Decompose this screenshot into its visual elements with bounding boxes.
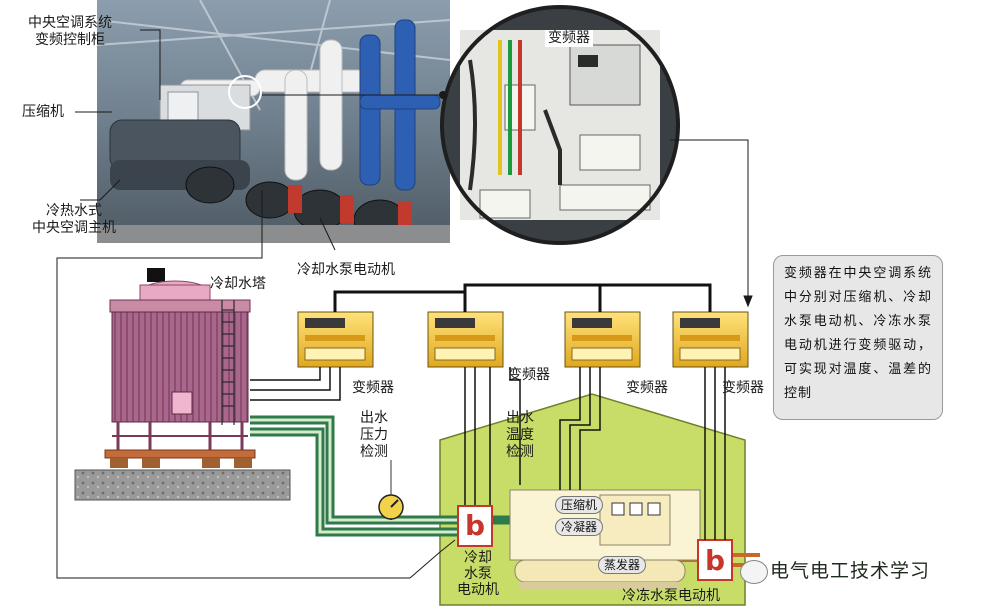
inverter-box-2 (427, 311, 504, 368)
cooling-tower (74, 268, 291, 501)
wechat-icon (740, 560, 768, 584)
label-cooling-pump: 冷却 水泵 电动机 (457, 550, 499, 598)
tag-condenser: 冷凝器 (555, 518, 604, 536)
inverter-wiring (250, 367, 726, 540)
label-control-cabinet: 中央空调系统 变频控制柜 (28, 15, 112, 48)
label-main-unit: 冷热水式 中央空调主机 (32, 203, 116, 236)
inverter-box-3 (564, 311, 641, 368)
watermark-text: 电气电工技术学习 (770, 560, 931, 582)
label-inverter-2: 变频器 (508, 367, 550, 383)
label-outlet-temp: 出水 温度 检测 (506, 410, 534, 460)
explanation-callout: 变频器在中央空调系统中分别对压缩机、冷却水泵电动机、冷冻水泵电动机进行变频驱动，… (773, 255, 943, 420)
label-cooling-tower: 冷却水塔 (210, 276, 266, 292)
inverter-box-1 (297, 311, 374, 368)
inverter-cabinet-photo (262, 5, 680, 245)
long-leader-lines (56, 139, 753, 579)
chilled-pump-icon: b (697, 539, 733, 581)
cooling-pump-icon: b (457, 505, 493, 547)
tag-evaporator: 蒸发器 (598, 556, 647, 574)
tag-compressor: 压缩机 (555, 496, 604, 514)
label-chilled-pump: 冷冻水泵电动机 (622, 588, 720, 604)
inverter-units (297, 311, 749, 368)
inverter-box-4 (672, 311, 749, 368)
chiller-unit (509, 489, 701, 590)
label-cooling-pump-motor: 冷却水泵电动机 (297, 262, 395, 278)
label-inverter-3: 变频器 (626, 380, 668, 396)
label-inverter-4: 变频器 (722, 380, 764, 396)
label-compressor-photo: 压缩机 (22, 104, 64, 120)
photo-leader-lines (75, 29, 336, 251)
inverter-bus (333, 283, 712, 312)
svg-text:b: b (705, 544, 725, 577)
pressure-gauge-icon (378, 460, 404, 520)
label-inverter-cabinet: 变频器 (545, 30, 593, 47)
label-inverter-1: 变频器 (352, 380, 394, 396)
svg-text:b: b (465, 509, 485, 542)
label-outlet-pressure: 出水 压力 检测 (360, 410, 388, 460)
plant-room-photo (96, 0, 451, 243)
